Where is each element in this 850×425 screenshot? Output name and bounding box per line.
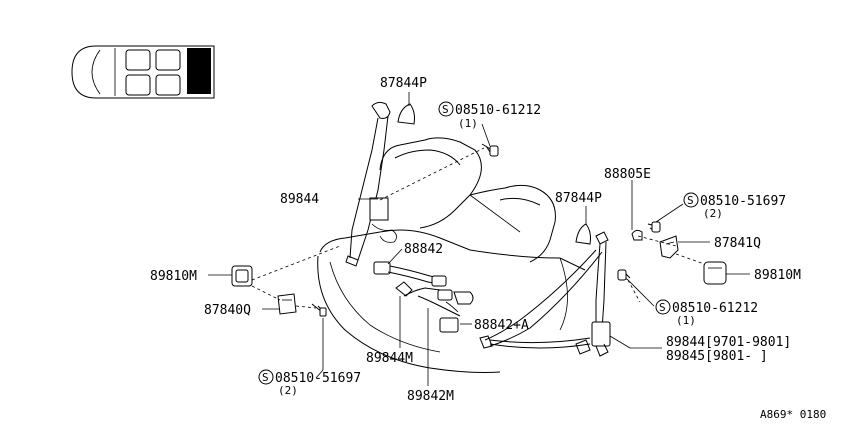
s-symbol-text: S — [262, 371, 269, 384]
s-symbol-bolt-right-top: S — [683, 192, 699, 208]
s-symbol-text: S — [659, 301, 666, 314]
label-89810m-left: 89810M — [150, 269, 197, 284]
s-symbol-text: S — [442, 103, 449, 116]
left-anchor-parts — [231, 265, 327, 317]
label-87841q: 87841Q — [714, 236, 761, 251]
label-88842: 88842 — [404, 242, 443, 257]
label-87840q: 87840Q — [204, 303, 251, 318]
rear-seat-illustration — [317, 137, 586, 373]
label-89842m: 89842M — [407, 389, 454, 404]
left-seat-belt-assembly — [345, 101, 397, 267]
s-symbol-text: S — [687, 194, 694, 207]
figure-code: A869* 0180 — [760, 408, 826, 421]
label-89844m: 89844M — [366, 351, 413, 366]
label-89844-left: 89844 — [280, 192, 319, 207]
vehicle-locator-icon — [71, 45, 215, 99]
bolt-top-icon — [481, 143, 499, 157]
dashed-guides — [251, 147, 711, 309]
cover-87844p-top — [397, 103, 415, 125]
label-bolt-top-qty: (1) — [458, 117, 478, 130]
label-89810m-right: 89810M — [754, 268, 801, 283]
label-bolt-bottom: 08510-51697 — [275, 371, 361, 386]
leader-lines — [208, 92, 750, 386]
label-89845-range: 89845[9801- ] — [666, 349, 768, 364]
label-bolt-top: 08510-61212 — [455, 103, 541, 118]
label-88805e: 88805E — [604, 167, 651, 182]
s-symbol-bolt-top: S — [438, 101, 454, 117]
label-87844p-right: 87844P — [555, 191, 602, 206]
s-symbol-bolt-bottom: S — [258, 369, 274, 385]
center-buckle-assembly — [373, 261, 474, 333]
label-bolt-right-top: 08510-51697 — [700, 194, 786, 209]
label-bolt-bottom-qty: (2) — [278, 384, 298, 397]
label-bolt-right-mid: 08510-61212 — [672, 301, 758, 316]
right-seat-belt-assembly — [479, 231, 611, 357]
right-anchor-parts — [575, 221, 727, 285]
label-bolt-right-top-qty: (2) — [703, 207, 723, 220]
label-88842a: 88842+A — [474, 318, 529, 333]
s-symbol-bolt-right-mid: S — [655, 299, 671, 315]
label-bolt-right-mid-qty: (1) — [676, 314, 696, 327]
label-87844p-top: 87844P — [380, 76, 427, 91]
label-89844-range: 89844[9701-9801] — [666, 335, 791, 350]
